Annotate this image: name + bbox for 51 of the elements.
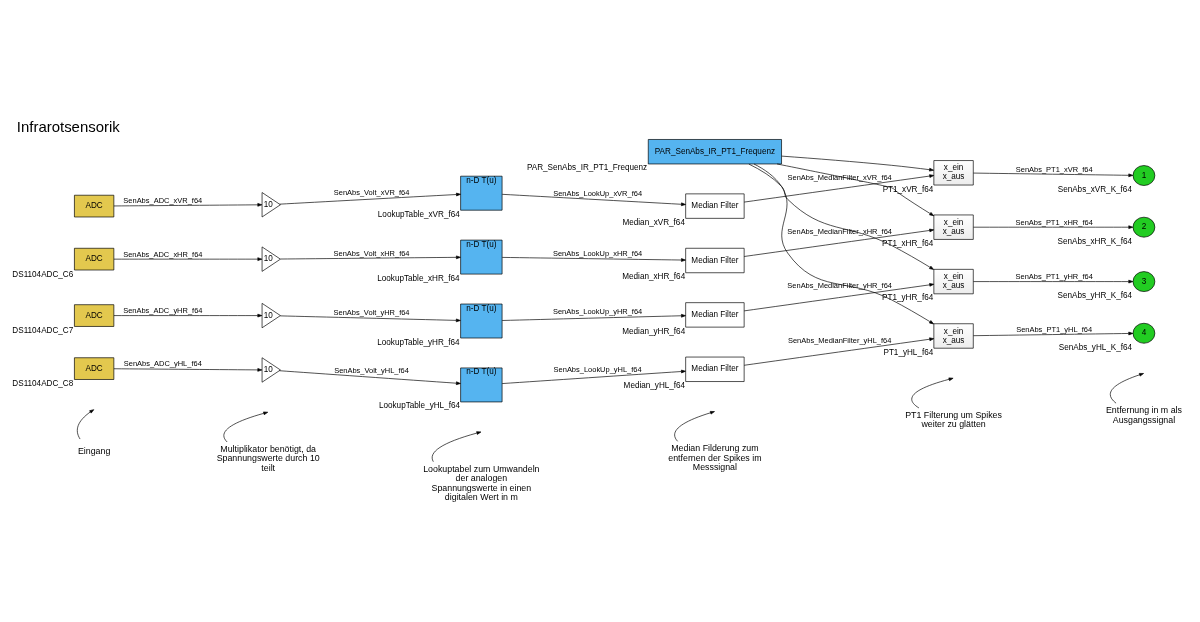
arrow [1110, 372, 1144, 403]
edge-label: SenAbs_PT1_xVR_f64 [1015, 164, 1093, 174]
arrow [973, 331, 1134, 336]
edge-label: SenAbs_ADC_yHL_f64 [123, 358, 202, 368]
edge-label: SenAbs_ADC_yHR_f64 [123, 305, 203, 315]
arrow [113, 367, 263, 372]
arrow [973, 172, 1134, 177]
edge-label: SenAbs_LookUp_yHL_f64 [553, 364, 642, 374]
node-text: PT1 Filterung um Spikes weiter zu glätten [905, 409, 1002, 429]
node-text: Median Filderung zum entfernen der Spikes im Messsignal [668, 442, 762, 472]
arrow [911, 377, 954, 408]
node-text: Multiplikator benötigt, da Spannungswerte durch 10 teilt [216, 443, 320, 473]
edge-label: SenAbs_LookUp_yHR_f64 [552, 306, 643, 316]
arrow [753, 163, 934, 324]
edge-label: SenAbs_Volt_yHL_f64 [334, 365, 409, 375]
edge-label: SenAbs_PT1_xHR_f64 [1015, 217, 1093, 227]
node-text: Entfernung in m als Ausgangssignal [1105, 404, 1182, 425]
arrow [431, 430, 482, 462]
node-text: Eingang [77, 445, 111, 456]
arrow [113, 256, 263, 261]
edge-label: SenAbs_LookUp_xHR_f64 [552, 248, 643, 258]
arrow [76, 408, 95, 439]
arrow [279, 192, 461, 204]
node-text: Lookuptabel zum Umwandeln der analogen Spannungswerte in einen digitalen Wert in m [423, 463, 540, 502]
arrow [674, 410, 715, 442]
arrow [776, 163, 935, 216]
arrow [113, 313, 263, 317]
arrow [501, 369, 686, 384]
arrow [501, 313, 686, 321]
edge-label: SenAbs_Volt_xVR_f64 [333, 187, 410, 197]
arrow [973, 224, 1134, 229]
arrow [501, 193, 686, 206]
edge-label: SenAbs_PT1_yHR_f64 [1015, 271, 1093, 281]
edge-label: SenAbs_PT1_yHL_f64 [1016, 324, 1093, 334]
arrow [748, 163, 934, 270]
edge-label: SenAbs_LookUp_xVR_f64 [553, 188, 643, 198]
arrow [501, 256, 686, 262]
edge-label: SenAbs_Volt_yHR_f64 [333, 307, 410, 317]
arrow [279, 315, 461, 322]
arrow [280, 255, 461, 259]
arrow [973, 279, 1134, 283]
arrow [279, 369, 461, 385]
arrow [781, 155, 934, 171]
edge-label: SenAbs_ADC_xHR_f64 [123, 249, 203, 259]
arrow [743, 337, 935, 366]
arrow [223, 411, 269, 442]
edge-label: SenAbs_ADC_xVR_f64 [123, 195, 203, 205]
diagram-title: Infrarotsensorik [16, 117, 120, 135]
edge-label: SenAbs_MedianFilter_yHL_f64 [787, 335, 892, 345]
arrow [113, 202, 263, 207]
edge-label: SenAbs_Volt_xHR_f64 [333, 248, 410, 258]
